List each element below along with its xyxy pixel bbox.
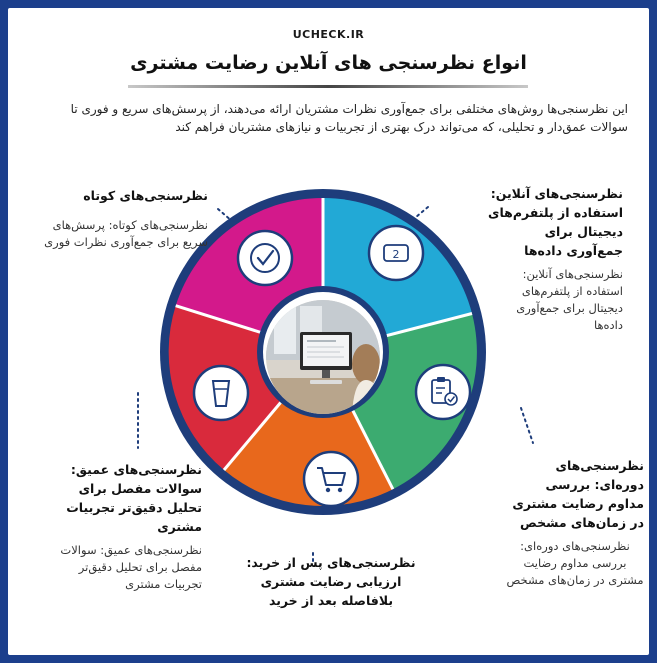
leader-line-periodic xyxy=(520,407,534,444)
checkmark-circle-icon xyxy=(250,243,280,273)
section-short-description: نظرسنجی‌های کوتاه: پرسش‌های سریع برای جم… xyxy=(44,218,208,249)
numbered-badge-icon: 2 xyxy=(393,248,400,261)
glass-icon xyxy=(211,380,231,407)
section-online-heading: نظرسنجی‌های آنلاین: استفاده از پلتفرم‌ها… xyxy=(488,186,623,258)
icon-online: 2 xyxy=(367,224,425,282)
section-periodic: نظرسنجی‌های دوره‌ای: بررسی مداوم رضایت م… xyxy=(506,456,644,589)
section-periodic-description: نظرسنجی‌های دوره‌ای: بررسی مداوم رضایت م… xyxy=(506,539,644,587)
infographic-frame: UCHECK.IR انواع نظرسنجی های آنلاین رضایت… xyxy=(8,8,649,655)
section-online-description: نظرسنجی‌های آنلاین: استفاده از پلتفرم‌ها… xyxy=(516,267,623,332)
brand-label: UCHECK.IR xyxy=(292,28,365,41)
title-underline xyxy=(128,85,528,88)
icon-deep xyxy=(192,364,250,422)
section-deep-heading: نظرسنجی‌های عمیق: سوالات مفصل برای تحلیل… xyxy=(66,462,202,534)
section-short: نظرسنجی‌های کوتاه نظرسنجی‌های کوتاه: پرس… xyxy=(38,186,208,251)
section-periodic-heading: نظرسنجی‌های دوره‌ای: بررسی مداوم رضایت م… xyxy=(512,458,644,530)
section-online: نظرسنجی‌های آنلاین: استفاده از پلتفرم‌ها… xyxy=(485,184,623,334)
section-deep-description: نظرسنجی‌های عمیق: سوالات مفصل برای تحلیل… xyxy=(60,543,202,591)
icon-post-purchase xyxy=(302,450,360,508)
section-post-purchase: نظرسنجی‌های پس از خرید: ارزیابی رضایت مش… xyxy=(246,553,416,610)
shopping-cart-icon xyxy=(317,467,346,486)
icon-short xyxy=(236,229,294,287)
icon-periodic xyxy=(414,363,472,421)
section-deep: نظرسنجی‌های عمیق: سوالات مفصل برای تحلیل… xyxy=(52,460,202,593)
section-post-purchase-heading: نظرسنجی‌های پس از خرید: ارزیابی رضایت مش… xyxy=(246,555,416,608)
section-short-heading: نظرسنجی‌های کوتاه xyxy=(83,188,208,203)
center-photo xyxy=(266,300,380,414)
intro-paragraph: این نظرسنجی‌ها روش‌های مختلفی برای جمع‌آ… xyxy=(70,102,628,134)
page-title: انواع نظرسنجی های آنلاین رضایت مشتری xyxy=(130,52,527,74)
